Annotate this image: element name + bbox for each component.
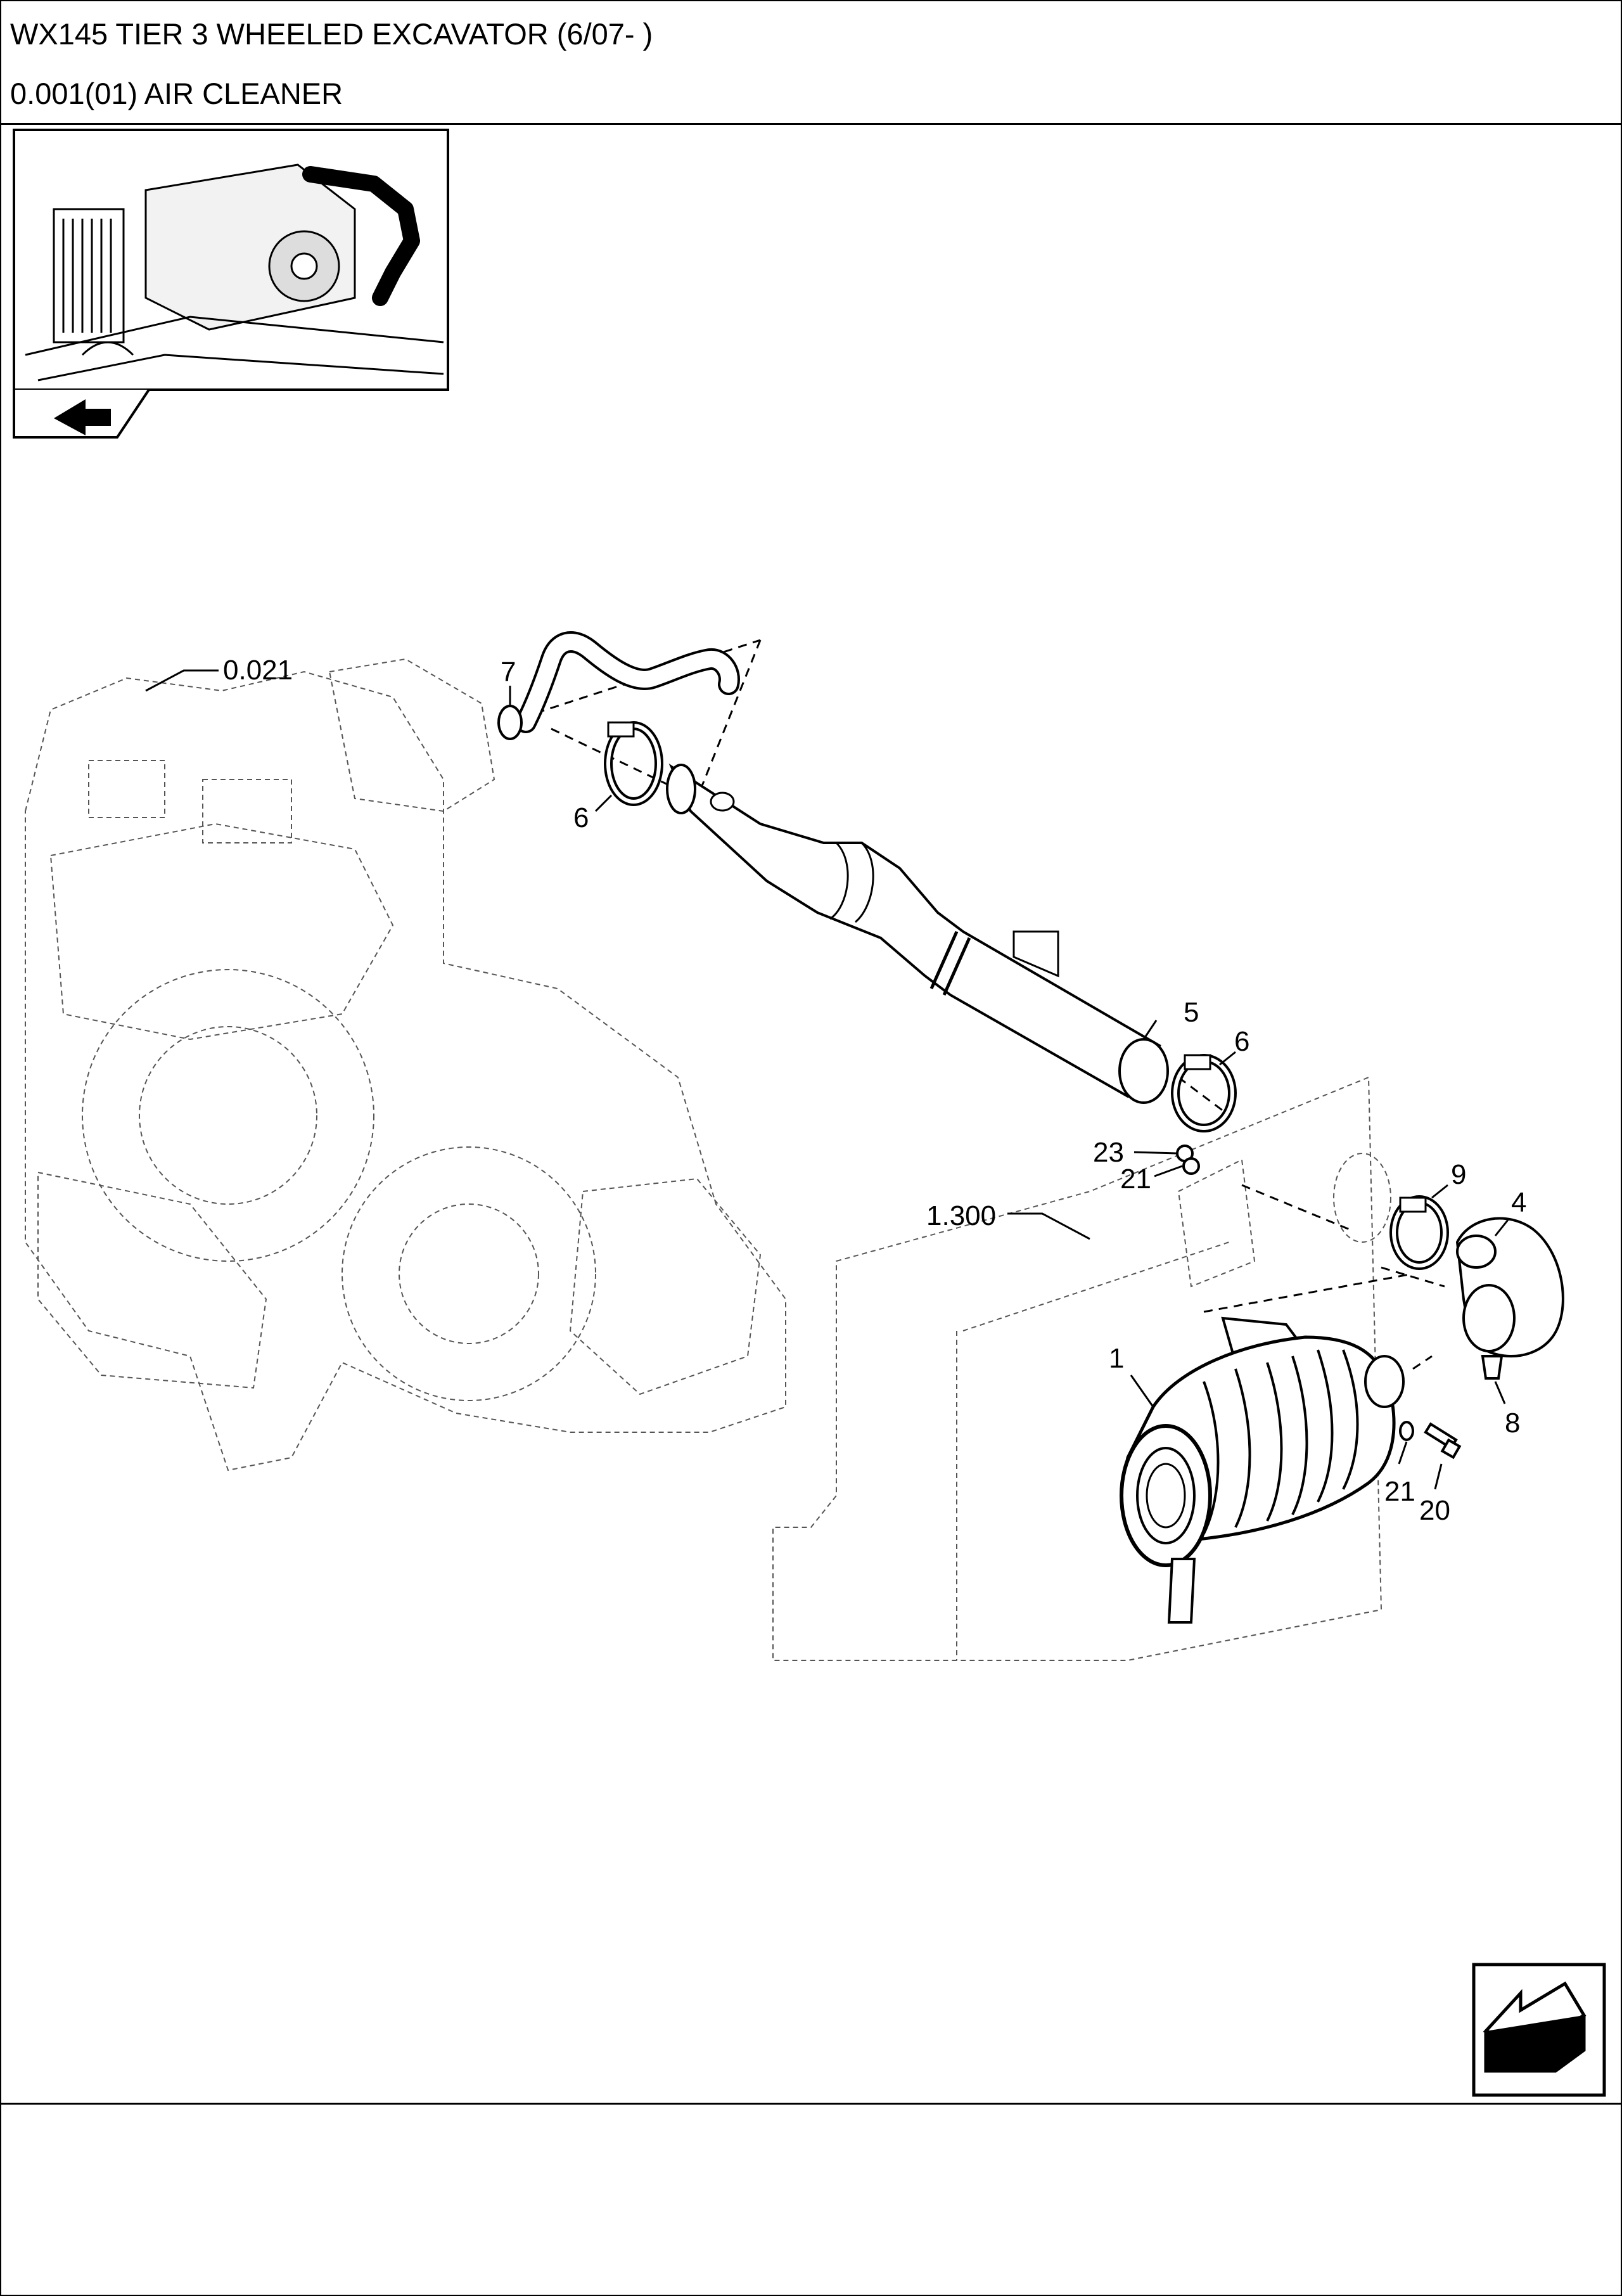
callout-part-21: 21: [1384, 1476, 1415, 1507]
part-hose: [515, 631, 740, 733]
assembly-line: [1178, 1076, 1445, 1313]
assembly-line: [1412, 1355, 1433, 1370]
page-title: WX145 TIER 3 WHEELED EXCAVATOR (6/07- ): [10, 17, 653, 51]
callout-part-4: 4: [1511, 1187, 1526, 1218]
callout-part-9: 9: [1451, 1159, 1466, 1190]
part-hose-clamp: [604, 721, 663, 806]
part-intake-pipe: [666, 763, 1169, 1104]
part-bolt-washer: [1399, 1421, 1462, 1459]
part-elbow-hose: [1455, 1217, 1564, 1357]
part-vacuator-valve: [1481, 1355, 1504, 1380]
next-page-arrow-icon[interactable]: [1472, 1963, 1606, 2097]
callout-ref-engine: 0.021: [223, 655, 293, 686]
footer-divider: [1, 2103, 1621, 2105]
part-nut-washer: [1176, 1145, 1200, 1175]
callout-part-21: 21: [1120, 1164, 1151, 1195]
header-divider: [1, 123, 1621, 125]
callout-part-6: 6: [573, 802, 589, 833]
callout-part-6: 6: [1234, 1026, 1249, 1057]
callout-part-5: 5: [1184, 997, 1199, 1028]
assembly-line: [506, 639, 762, 800]
part-air-cleaner: [1120, 1316, 1405, 1624]
engine-phantom-outline: [25, 658, 786, 1472]
callout-part-1: 1: [1109, 1343, 1124, 1374]
locator-inset: [13, 129, 449, 439]
part-hose-clamp: [1171, 1054, 1237, 1132]
frame-phantom-outline: [772, 1076, 1391, 1661]
part-hose-clamp: [1389, 1195, 1449, 1270]
section-title: 0.001(01) AIR CLEANER: [10, 77, 343, 110]
callout-part-8: 8: [1505, 1408, 1520, 1439]
callout-part-20: 20: [1419, 1495, 1450, 1526]
leader-lines: [145, 669, 1509, 1490]
callout-part-7: 7: [501, 657, 516, 688]
inset-engine-illustration: [25, 164, 444, 382]
back-arrow-icon[interactable]: [54, 399, 111, 435]
callout-ref-frame: 1.300: [926, 1200, 996, 1231]
part-clamp-small: [497, 705, 523, 740]
callout-part-23: 23: [1093, 1137, 1124, 1168]
